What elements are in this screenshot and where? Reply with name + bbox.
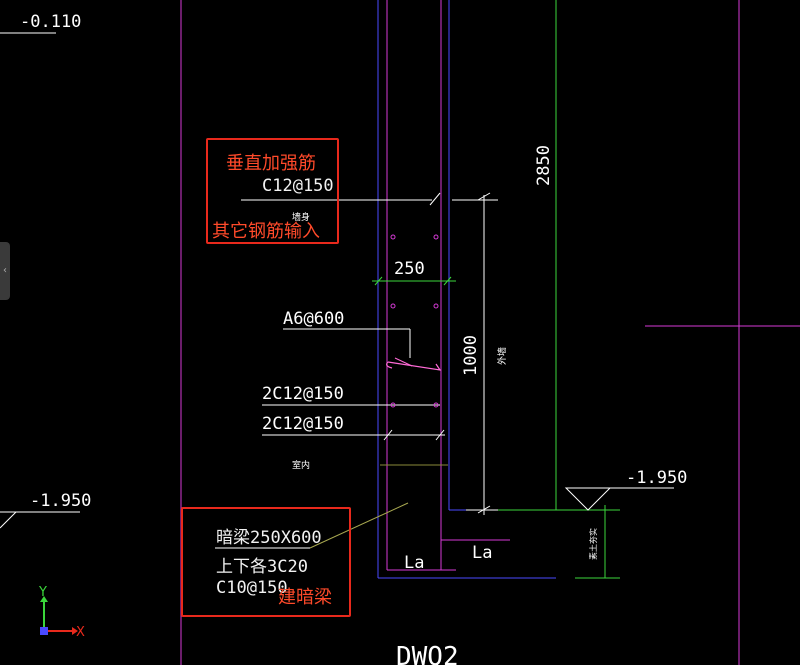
- dim-1000-text: 1000: [461, 335, 481, 376]
- annotation-box-hidden-beam: [181, 507, 351, 617]
- label-la-1: La: [404, 553, 424, 573]
- stirrup-hook: [386, 361, 442, 371]
- label-la-2: La: [472, 543, 492, 563]
- label-bar-2: 2C12@150: [262, 414, 344, 434]
- dim-tick: [383, 429, 393, 441]
- ucs-x-arrow: [72, 627, 78, 635]
- rebar-dot: [390, 234, 396, 240]
- elev-left-text: -1.950: [30, 491, 91, 511]
- annotation-footer-build-hidden-beam: 建暗梁: [278, 587, 332, 608]
- dim-tick: [435, 429, 445, 441]
- rebar-dot: [390, 303, 396, 309]
- ucs-x-label: X: [76, 625, 85, 640]
- stirrup-hook: [394, 357, 413, 367]
- side-panel-toggle[interactable]: ‹: [0, 242, 10, 300]
- elev-left-mark: [0, 511, 17, 529]
- ucs-y-arrow: [40, 596, 48, 602]
- label-earth: 素土夯实: [588, 528, 598, 560]
- annotation-box-vertical-reinforcement: [206, 138, 339, 244]
- annotation-beam-bars: 上下各3C20: [216, 557, 308, 577]
- annotation-spec-vertical-reinforcement: C12@150: [262, 176, 334, 196]
- ucs-origin: [40, 627, 48, 635]
- label-a6: A6@600: [283, 309, 344, 329]
- annotation-beam-size: 暗梁250X600: [216, 528, 322, 548]
- ucs-y-label: Y: [38, 585, 47, 600]
- annotation-title-vertical-reinforcement: 垂直加强筋: [226, 153, 316, 174]
- dim-2850-text: 2850: [534, 145, 554, 186]
- label-bar-1: 2C12@150: [262, 384, 344, 404]
- leader-beam: [309, 502, 409, 549]
- dim-tick: [374, 276, 383, 286]
- dim-250-text: 250: [394, 259, 425, 279]
- dim-tick: [477, 192, 491, 201]
- rebar-dot: [433, 402, 439, 408]
- rebar-dot: [390, 402, 396, 408]
- rebar-dot: [433, 234, 439, 240]
- rebar-dot: [433, 303, 439, 309]
- label-room: 室内: [292, 459, 310, 471]
- label-wall-body: 墙身: [292, 211, 310, 223]
- elev-right-text: -1.950: [626, 468, 687, 488]
- annotation-beam-stirrup: C10@150: [216, 578, 288, 598]
- dim-tick: [443, 276, 452, 286]
- annotation-footer-other-rebar: 其它钢筋输入: [212, 221, 320, 242]
- elev-right-triangle: [564, 487, 612, 511]
- elev-top-text: -0.110: [20, 12, 81, 32]
- drawing-title: DWQ2: [396, 642, 459, 665]
- label-outer-wall: 外墙: [496, 347, 508, 365]
- leader-top-tick: [429, 192, 441, 206]
